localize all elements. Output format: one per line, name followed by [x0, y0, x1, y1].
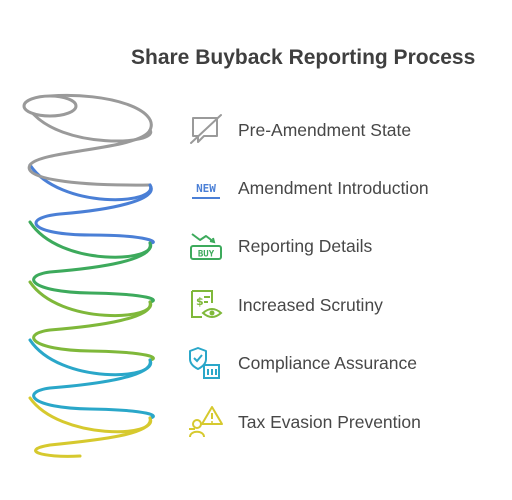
- coil-back-4: [28, 280, 153, 318]
- coil-back-1: [28, 108, 152, 143]
- step-reporting-details: BUY Reporting Details: [186, 228, 506, 264]
- step-label: Compliance Assurance: [238, 353, 417, 373]
- coil-loop-3: [32, 241, 155, 304]
- document-eye-icon: $: [191, 290, 223, 318]
- buy-trend-icon: BUY: [190, 233, 222, 260]
- coil-loop-1: [27, 93, 153, 187]
- step-label: Reporting Details: [238, 236, 373, 256]
- step-tax-evasion-prevention: Tax Evasion Prevention: [186, 404, 506, 440]
- svg-text:BUY: BUY: [198, 250, 215, 260]
- step-label: Tax Evasion Prevention: [238, 412, 421, 432]
- step-amendment-introduction: NEW Amendment Introduction: [186, 170, 506, 206]
- svg-text:NEW: NEW: [196, 182, 216, 195]
- warning-person-icon: [189, 406, 223, 438]
- step-label: Increased Scrutiny: [238, 295, 383, 315]
- step-label: Amendment Introduction: [238, 178, 429, 198]
- new-badge-icon: NEW: [192, 182, 220, 199]
- coil-top-ring: [22, 94, 78, 118]
- coil-loop-4: [32, 300, 155, 362]
- coil-back-6: [28, 396, 153, 434]
- svg-text:$: $: [196, 295, 204, 308]
- diagram-title: Share Buyback Reporting Process: [131, 46, 476, 69]
- step-label: Pre-Amendment State: [238, 120, 412, 140]
- step-compliance-assurance: Compliance Assurance: [186, 345, 506, 381]
- step-increased-scrutiny: $ Increased Scrutiny: [186, 287, 506, 323]
- step-pre-amendment: Pre-Amendment State: [186, 112, 506, 148]
- silenced-speech-bubble-icon: [190, 114, 222, 144]
- coil-loop-6: [34, 416, 152, 458]
- shield-building-icon: [189, 347, 220, 379]
- coil-loop-5: [32, 358, 155, 420]
- coil-loop-2: [34, 183, 155, 245]
- coil-back-3: [28, 220, 153, 259]
